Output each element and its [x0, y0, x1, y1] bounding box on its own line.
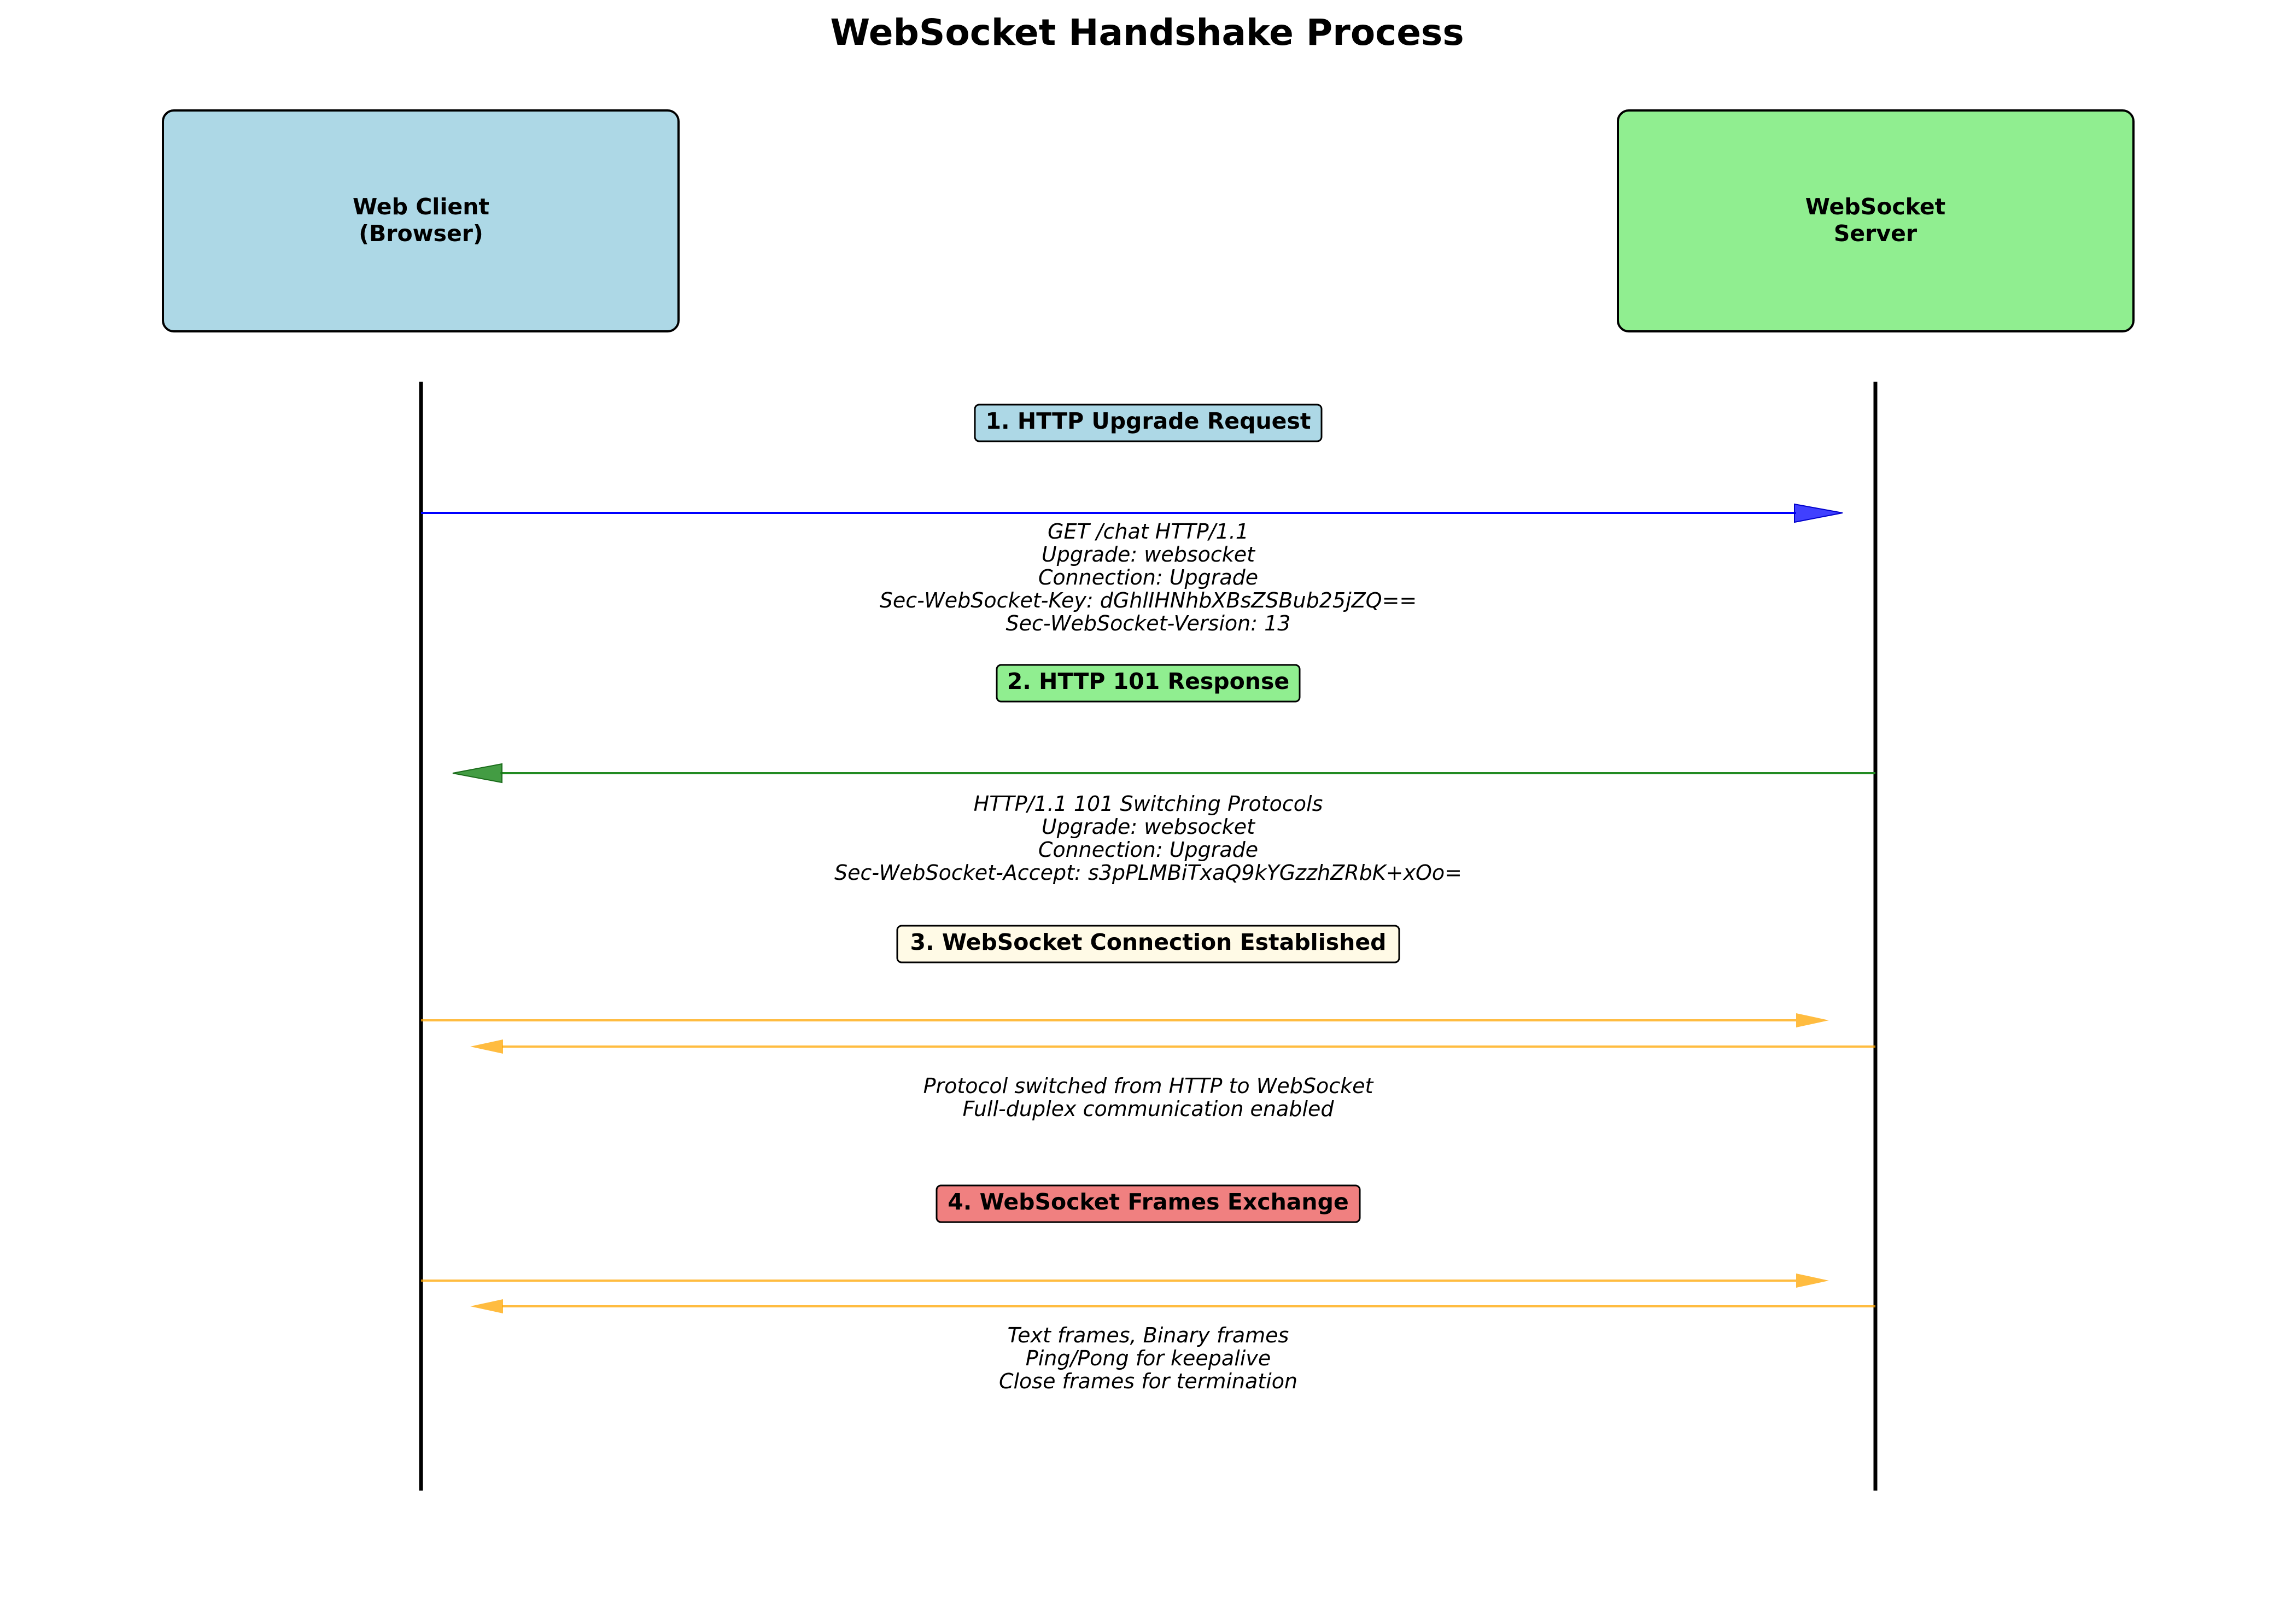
step-3-label-box: [896, 925, 1400, 963]
client-label-line-1: Web Client: [353, 194, 489, 220]
response-line-2: Upgrade: websocket: [1042, 815, 1256, 839]
step-4-label-box: [936, 1184, 1361, 1223]
switching-response-arrowhead: [452, 763, 502, 784]
response-line-4: Sec-WebSocket-Accept: s3pPLMBiTxaQ9kYGzz…: [834, 861, 1462, 885]
server-label-line-2: Server: [1834, 220, 1917, 247]
connection-line-1: Protocol switched from HTTP to WebSocket: [923, 1074, 1375, 1098]
step-1-label-box: [974, 404, 1323, 442]
frames-line-2: Ping/Pong for keepalive: [1026, 1346, 1271, 1370]
frames-forward-arrowhead: [1796, 1274, 1829, 1288]
connection-backward-arrowhead: [470, 1039, 503, 1054]
frames-backward-arrowhead: [470, 1299, 503, 1313]
diagram-title: WebSocket Handshake Process: [830, 11, 1464, 54]
step-2: 2. HTTP 101 Response HTTP/1.1 101 Switch…: [452, 664, 1875, 885]
server-actor: WebSocket Server: [1617, 109, 2135, 332]
step-3-label: 3. WebSocket Connection Established: [910, 929, 1386, 955]
request-line-3: Connection: Upgrade: [1038, 565, 1258, 589]
request-line-2: Upgrade: websocket: [1042, 542, 1256, 566]
connection-forward-arrowhead: [1796, 1013, 1829, 1027]
upgrade-request-arrowhead: [1794, 503, 1843, 523]
client-box: [162, 109, 680, 332]
frames-line-3: Close frames for termination: [999, 1369, 1297, 1393]
step-3: 3. WebSocket Connection Established Prot…: [421, 925, 1875, 1121]
request-line-5: Sec-WebSocket-Version: 13: [1006, 611, 1291, 635]
request-line-4: Sec-WebSocket-Key: dGhlIHNhbXBsZSBub25jZ…: [880, 588, 1417, 612]
client-label-line-2: (Browser): [359, 220, 483, 247]
step-2-label-box: [996, 664, 1301, 703]
server-box: [1617, 109, 2135, 332]
request-line-1: GET /chat HTTP/1.1: [1048, 519, 1249, 544]
step-4-label: 4. WebSocket Frames Exchange: [948, 1189, 1349, 1215]
response-line-3: Connection: Upgrade: [1038, 838, 1258, 862]
step-4: 4. WebSocket Frames Exchange Text frames…: [421, 1184, 1875, 1393]
frames-line-1: Text frames, Binary frames: [1008, 1323, 1289, 1347]
step-1: 1. HTTP Upgrade Request GET /chat HTTP/1…: [421, 404, 1843, 635]
step-1-label: 1. HTTP Upgrade Request: [986, 408, 1311, 434]
server-label-line-1: WebSocket: [1805, 194, 1946, 220]
response-line-1: HTTP/1.1 101 Switching Protocols: [974, 792, 1323, 816]
step-2-label: 2. HTTP 101 Response: [1007, 668, 1289, 694]
connection-line-2: Full-duplex communication enabled: [963, 1097, 1335, 1121]
client-actor: Web Client (Browser): [162, 109, 680, 332]
